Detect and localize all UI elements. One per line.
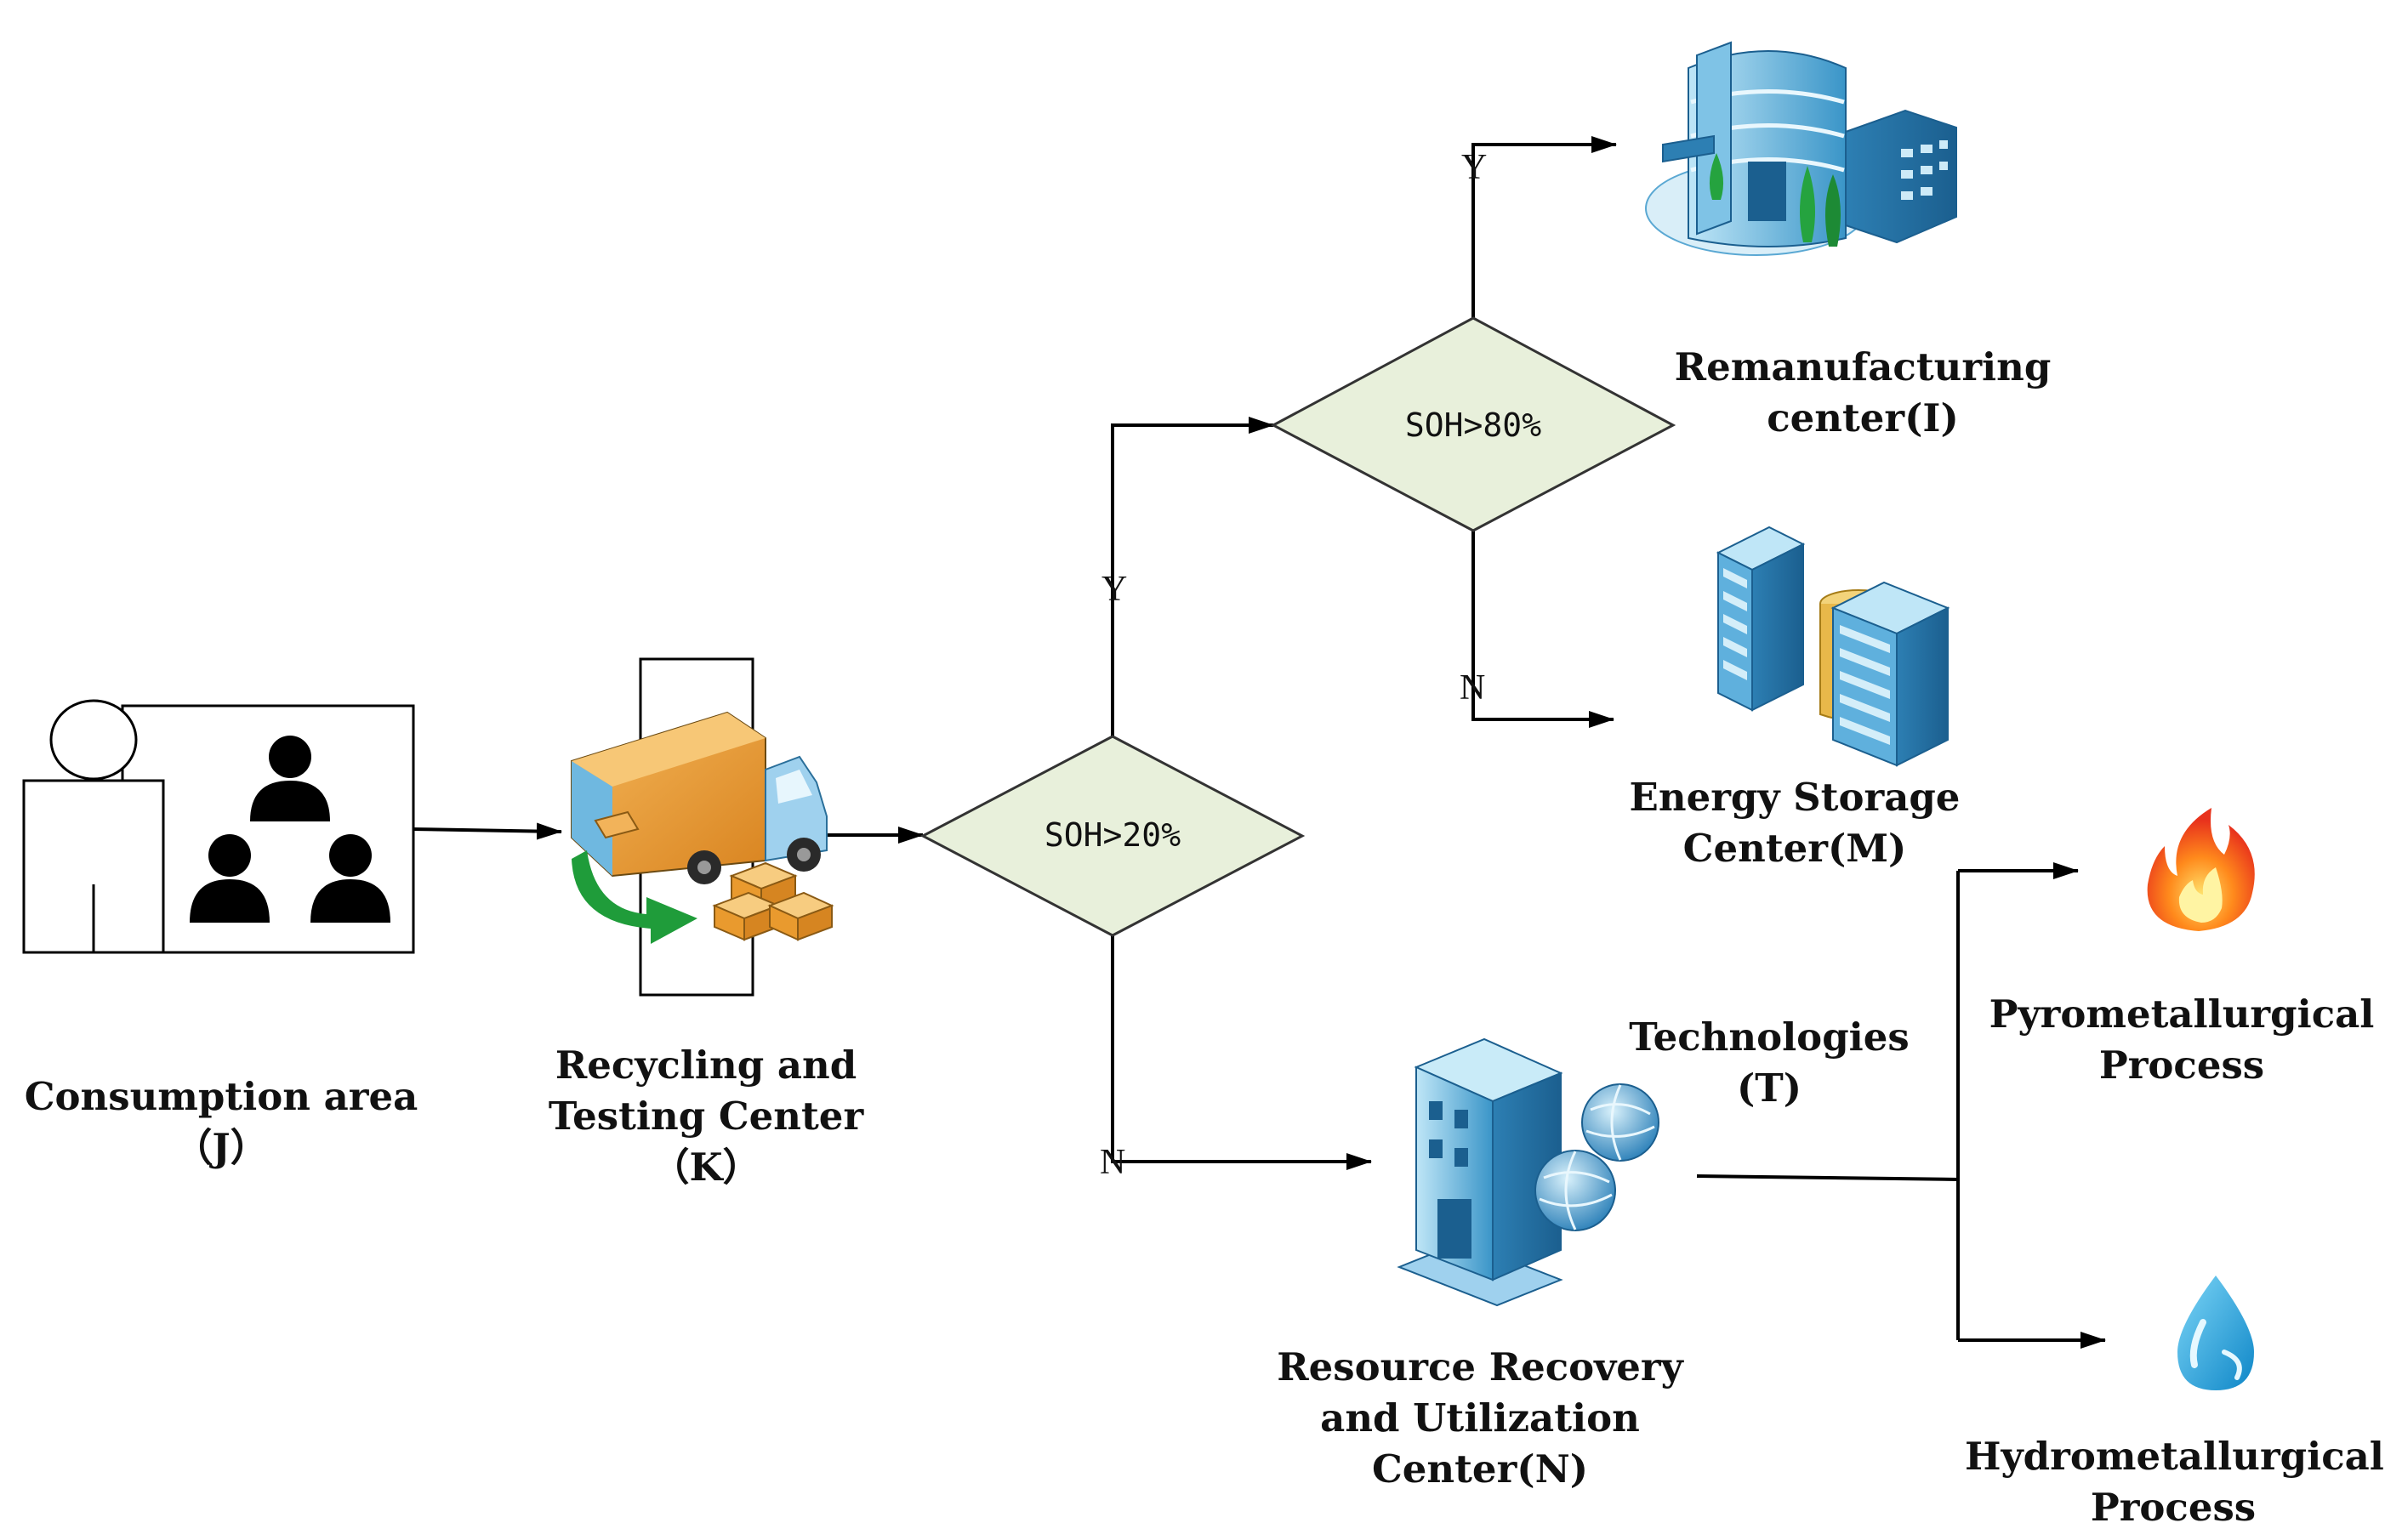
- consumption-label-line1: Consumption area: [24, 1074, 418, 1119]
- remanufacturing-label-line1: Remanufacturing: [1674, 344, 2052, 389]
- consumption-label: Consumption area （J）: [17, 1071, 425, 1173]
- consumption-label-line2: （J）: [174, 1125, 269, 1170]
- arrow-soh20-no: [1111, 935, 1372, 1170]
- technologies-label-line1: Technologies: [1629, 1014, 1910, 1060]
- recycling-label-line2: Testing Center: [548, 1094, 864, 1139]
- remanufacturing-label: Remanufacturing center(I): [1650, 342, 2075, 444]
- server-building-icon: [1716, 526, 1950, 767]
- resource-recovery-label-line2: and Utilization: [1320, 1395, 1640, 1441]
- arrow-consumption-to-recycling: [411, 822, 562, 840]
- branch-soh20-yes: Y: [1101, 570, 1128, 609]
- recycling-label-line3: （K）: [651, 1145, 761, 1190]
- technologies-label-line2: (T): [1736, 1065, 1802, 1111]
- pyro-label-line1: Pyrometallurgical: [1989, 992, 2375, 1037]
- recycling-label-line1: Recycling and: [555, 1043, 857, 1088]
- decision-soh20: [919, 735, 1306, 937]
- resource-recovery-label-line3: Center(N): [1371, 1446, 1588, 1492]
- recycling-label: Recycling and Testing Center （K）: [510, 1040, 902, 1193]
- pyro-label: Pyrometallurgical Process: [1982, 989, 2382, 1091]
- branch-soh20-no: N: [1100, 1143, 1126, 1182]
- decision-soh80-label: SOH>80%: [1404, 406, 1542, 444]
- hydro-label-line1: Hydrometallurgical: [1965, 1434, 2384, 1479]
- truck-icon: [571, 657, 834, 997]
- hydro-label: Hydrometallurgical Process: [1965, 1431, 2384, 1533]
- technologies-label: Technologies (T): [1599, 1012, 1939, 1114]
- arrow-soh80-no: [1471, 531, 1614, 728]
- decision-soh20-label: SOH>20%: [1044, 816, 1181, 854]
- people-icon: [22, 699, 415, 954]
- arrow-soh80-yes: [1471, 136, 1617, 318]
- arrow-soh20-yes: [1111, 417, 1274, 736]
- energy-storage-label-line2: Center(M): [1682, 826, 1907, 871]
- globe-building-icon: [1397, 1037, 1659, 1307]
- energy-storage-label-line1: Energy Storage: [1629, 775, 1961, 820]
- line-to-technologies: [1696, 1174, 1959, 1181]
- office-building-icon: [1645, 41, 1957, 256]
- resource-recovery-label-line1: Resource Recovery: [1277, 1344, 1683, 1389]
- resource-recovery-label: Resource Recovery and Utilization Center…: [1250, 1342, 1710, 1495]
- connectors: [411, 136, 2106, 1349]
- branch-soh80-no: N: [1460, 668, 1486, 707]
- hydro-label-line2: Process: [2090, 1485, 2257, 1530]
- water-drop-icon: [2177, 1276, 2254, 1390]
- energy-storage-label: Energy Storage Center(M): [1591, 772, 1999, 874]
- pyro-label-line2: Process: [2098, 1043, 2265, 1088]
- branch-soh80-yes: Y: [1461, 148, 1488, 187]
- decision-soh80: [1270, 316, 1676, 532]
- fire-icon: [2147, 808, 2255, 931]
- remanufacturing-label-line2: center(I): [1767, 395, 1959, 440]
